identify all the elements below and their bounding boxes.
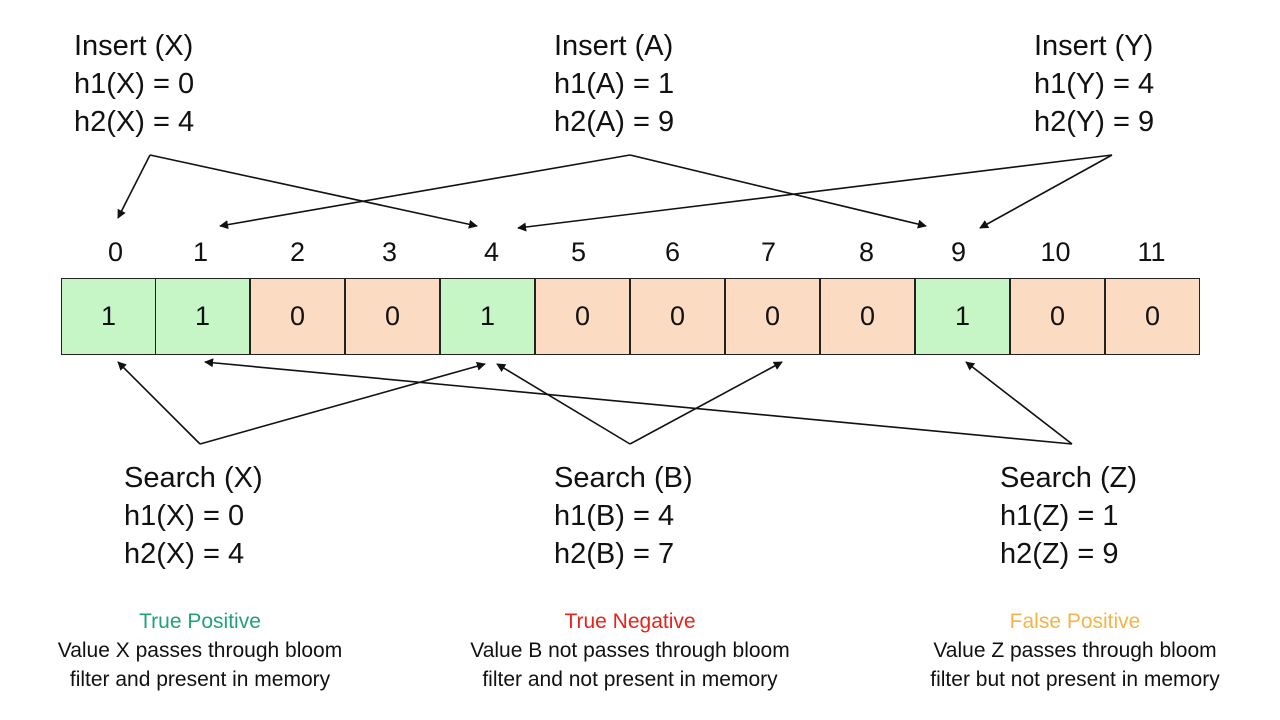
search-x-block: Search (X) h1(X) = 0 h2(X) = 4 xyxy=(124,459,263,573)
insert-0-arrow-h1 xyxy=(117,154,151,219)
index-label-5: 5 xyxy=(570,237,587,267)
insert-2-arrow-h1 xyxy=(517,154,1113,232)
insert-2-arrow-h2 xyxy=(979,154,1113,229)
bit-cell-3: 0 xyxy=(345,278,440,355)
index-label-2: 2 xyxy=(289,237,306,267)
insert-a-title: Insert (A) xyxy=(554,30,674,62)
search-0-arrow-h1 xyxy=(117,361,201,445)
index-label-10: 10 xyxy=(1040,237,1071,267)
bit-cell-7: 0 xyxy=(725,278,820,355)
bit-cell-9: 1 xyxy=(915,278,1010,355)
true-positive-line2: filter and present in memory xyxy=(69,668,331,691)
insert-a-h1: h1(A) = 1 xyxy=(554,68,675,100)
bit-cell-1: 1 xyxy=(155,278,250,355)
outcome-false-positive: False Positive Value Z passes through bl… xyxy=(885,607,1265,694)
index-label-3: 3 xyxy=(381,237,398,267)
insert-x-title: Insert (X) xyxy=(74,30,194,62)
index-label-9: 9 xyxy=(950,237,967,267)
false-positive-line1: Value Z passes through bloom xyxy=(933,639,1217,662)
search-x-h1: h1(X) = 0 xyxy=(124,500,245,532)
search-2-arrow-h1 xyxy=(204,358,1073,445)
bit-cell-2: 0 xyxy=(250,278,345,355)
search-2-arrow-h2 xyxy=(965,361,1073,445)
search-b-block: Search (B) h1(B) = 4 h2(B) = 7 xyxy=(554,459,693,573)
search-z-h2: h2(Z) = 9 xyxy=(1000,538,1119,570)
insert-a-h2: h2(A) = 9 xyxy=(554,106,675,138)
insert-y-h2: h2(Y) = 9 xyxy=(1034,106,1155,138)
search-0-arrow-h2 xyxy=(199,361,486,445)
search-z-h1: h1(Z) = 1 xyxy=(1000,500,1119,532)
true-negative-line1: Value B not passes through bloom xyxy=(470,639,790,662)
index-label-0: 0 xyxy=(107,237,124,267)
insert-a-block: Insert (A) h1(A) = 1 h2(A) = 9 xyxy=(554,27,674,141)
search-z-block: Search (Z) h1(Z) = 1 h2(Z) = 9 xyxy=(1000,459,1137,573)
true-positive-line1: Value X passes through bloom xyxy=(57,639,343,662)
true-negative-line2: filter and not present in memory xyxy=(482,668,778,691)
index-label-6: 6 xyxy=(664,237,681,267)
true-positive-label: True Positive xyxy=(139,610,261,633)
outcome-true-positive: True Positive Value X passes through blo… xyxy=(10,607,390,694)
true-negative-label: True Negative xyxy=(564,610,696,633)
insert-0-arrow-h2 xyxy=(149,154,478,229)
index-label-4: 4 xyxy=(483,237,500,267)
bit-cell-10: 0 xyxy=(1010,278,1105,355)
search-x-h2: h2(X) = 4 xyxy=(124,538,245,570)
insert-y-title: Insert (Y) xyxy=(1034,30,1154,62)
insert-1-arrow-h1 xyxy=(219,154,631,230)
bit-cell-6: 0 xyxy=(630,278,725,355)
insert-y-h1: h1(Y) = 4 xyxy=(1034,68,1155,100)
search-x-title: Search (X) xyxy=(124,462,263,494)
insert-y-block: Insert (Y) h1(Y) = 4 h2(Y) = 9 xyxy=(1034,27,1154,141)
search-b-h1: h1(B) = 4 xyxy=(554,500,675,532)
search-z-title: Search (Z) xyxy=(1000,462,1137,494)
search-b-h2: h2(B) = 7 xyxy=(554,538,675,570)
false-positive-label: False Positive xyxy=(1009,610,1141,633)
index-label-1: 1 xyxy=(192,237,209,267)
index-label-8: 8 xyxy=(858,237,875,267)
bit-cell-8: 0 xyxy=(820,278,915,355)
index-label-7: 7 xyxy=(760,237,777,267)
bit-cell-5: 0 xyxy=(535,278,630,355)
index-label-11: 11 xyxy=(1137,237,1166,267)
false-positive-line2: filter but not present in memory xyxy=(930,668,1220,691)
insert-1-arrow-h2 xyxy=(629,154,927,229)
insert-x-block: Insert (X) h1(X) = 0 h2(X) = 4 xyxy=(74,27,194,141)
search-1-arrow-h2 xyxy=(629,361,783,445)
bit-cell-0: 1 xyxy=(61,278,156,355)
bit-cell-4: 1 xyxy=(440,278,535,355)
search-1-arrow-h1 xyxy=(496,363,631,445)
search-b-title: Search (B) xyxy=(554,462,693,494)
insert-x-h2: h2(X) = 4 xyxy=(74,106,195,138)
insert-x-h1: h1(X) = 0 xyxy=(74,68,195,100)
outcome-true-negative: True Negative Value B not passes through… xyxy=(440,607,820,694)
bit-cell-11: 0 xyxy=(1105,278,1200,355)
